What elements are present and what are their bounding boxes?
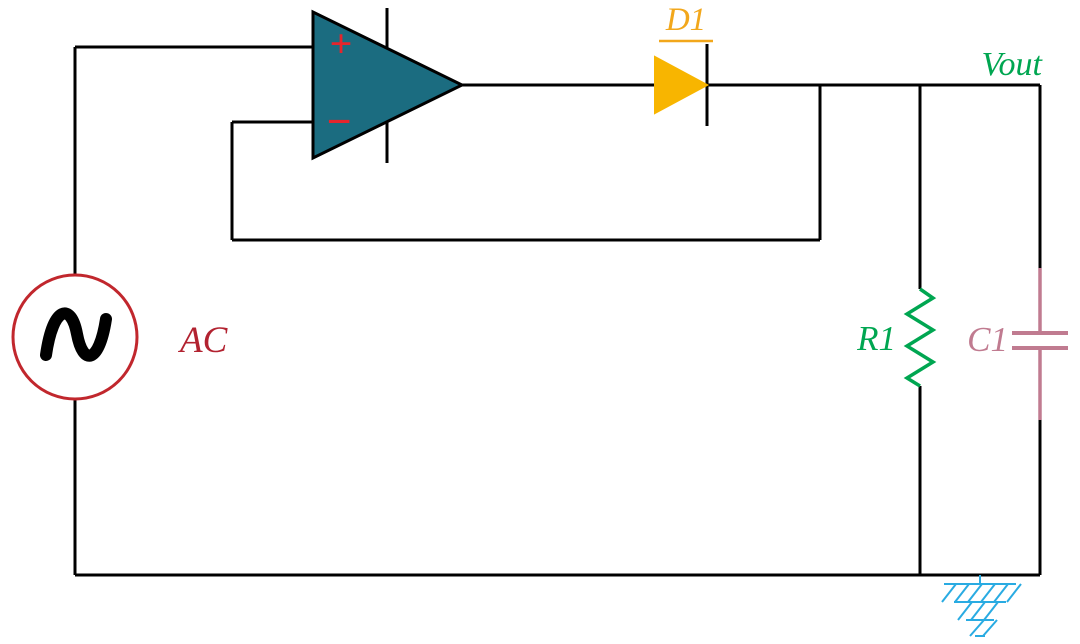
- ground-hatch: [967, 583, 983, 603]
- capacitor-c1: C1: [967, 268, 1068, 420]
- diode-body: [654, 55, 710, 115]
- ac-source: AC: [11, 273, 229, 401]
- diode-label: D1: [665, 2, 706, 38]
- resistor-label: R1: [856, 319, 896, 358]
- wires: [73, 8, 1042, 577]
- ground-hatch: [941, 583, 957, 603]
- resistor-r1: R1: [856, 287, 937, 388]
- ground-symbol: [941, 575, 1022, 637]
- opamp-body: [311, 9, 466, 161]
- ground-hatch: [1006, 583, 1022, 603]
- vout-label: Vout: [982, 46, 1044, 83]
- ground-hatch: [983, 601, 999, 621]
- ground-hatch: [957, 601, 973, 621]
- opamp-inverting-pin-label: −: [326, 97, 351, 146]
- opamp-noninverting-pin-label: +: [330, 21, 353, 66]
- ground-hatch: [970, 601, 986, 621]
- ground-hatch: [993, 583, 1009, 603]
- diode-d1: D1: [654, 2, 713, 115]
- ground-hatch: [980, 583, 996, 603]
- ac-source-label: AC: [177, 320, 229, 361]
- ground-hatch: [982, 619, 998, 637]
- ground-hatch: [954, 583, 970, 603]
- capacitor-label: C1: [967, 320, 1008, 359]
- opamp: + −: [311, 9, 466, 161]
- resistor-zigzag: [903, 287, 937, 388]
- sine-wave-icon: [40, 307, 112, 362]
- ground-hatch: [969, 619, 985, 637]
